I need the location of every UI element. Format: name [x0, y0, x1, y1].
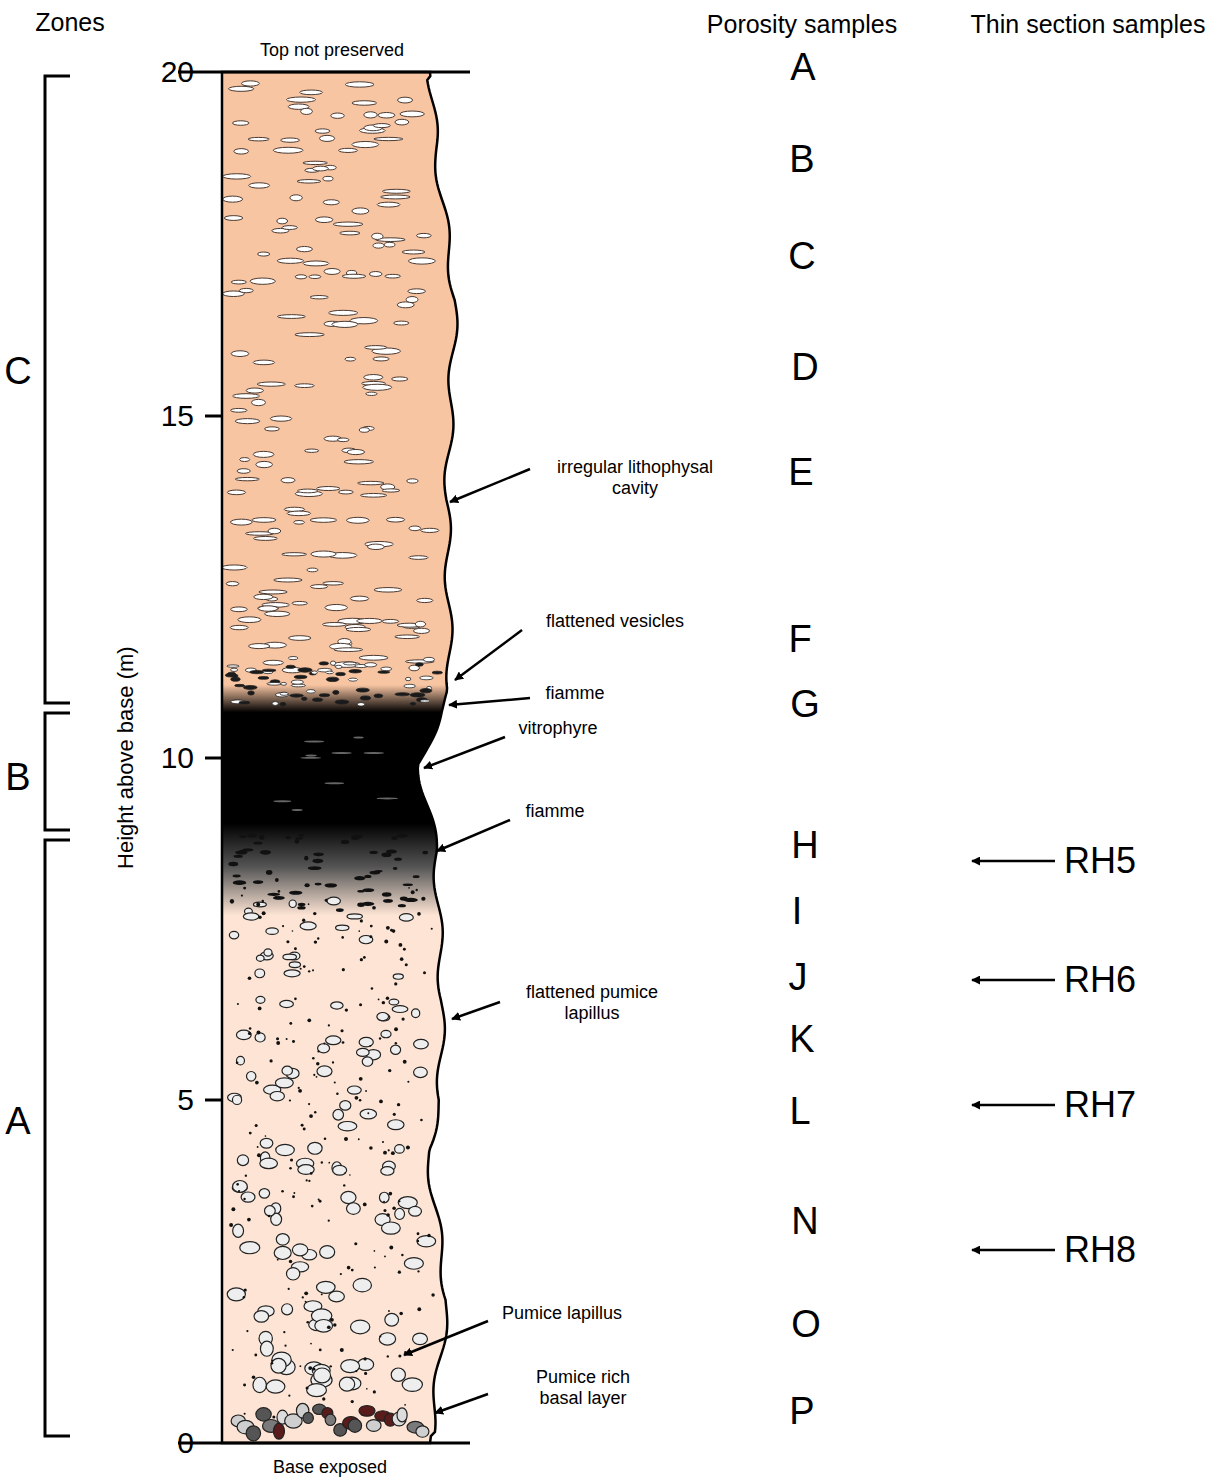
feature-callout: fiamme	[525, 801, 584, 822]
leader-arrow	[972, 1249, 1055, 1252]
feature-callout: flattened vesicles	[546, 611, 684, 632]
leader-arrow	[437, 820, 510, 851]
sample-letter: F	[788, 618, 811, 662]
column-heading: Porosity samples	[707, 10, 897, 39]
leader-arrow	[455, 630, 522, 680]
zone-brackets	[45, 76, 70, 1436]
feature-callout: flattened pumice lapillus	[502, 982, 682, 1023]
tick-label: 0	[177, 1426, 194, 1461]
leader-arrow	[435, 1394, 488, 1413]
sample-letter: G	[790, 683, 820, 727]
leader-arrow	[449, 698, 530, 705]
leader-arrow	[404, 1321, 488, 1355]
tick-label: 5	[177, 1083, 194, 1118]
top-note: Top not preserved	[260, 40, 404, 61]
sample-letter: B	[789, 138, 814, 182]
leader-arrow	[424, 737, 505, 768]
leader-arrows	[404, 469, 1055, 1413]
sample-letter: H	[791, 824, 818, 868]
feature-callout: Pumice rich basal layer	[518, 1367, 648, 1408]
feature-callout: vitrophyre	[518, 718, 597, 739]
rock-texture	[222, 81, 443, 1441]
leader-arrow	[450, 469, 530, 502]
sample-letter: D	[791, 346, 818, 390]
column-fill	[222, 72, 457, 1443]
leader-arrow	[972, 860, 1055, 863]
sample-letter: A	[790, 46, 815, 90]
base-note: Base exposed	[273, 1457, 387, 1478]
thin-section-id: RH5	[1064, 840, 1136, 881]
zone-letter: B	[5, 756, 30, 800]
thin-section-id: RH8	[1064, 1229, 1136, 1270]
tick-label: 20	[161, 55, 194, 90]
thin-section-id: RH6	[1064, 959, 1136, 1000]
feature-callout: Pumice lapillus	[502, 1303, 622, 1324]
sample-letter: N	[791, 1200, 818, 1244]
sample-letter: P	[789, 1390, 814, 1434]
feature-callout: irregular lithophysal cavity	[535, 457, 735, 498]
sample-letter: L	[789, 1090, 810, 1134]
sample-letter: I	[792, 890, 803, 934]
column-heading: Zones	[35, 8, 104, 37]
zone-letter: C	[4, 350, 31, 394]
leader-arrow	[972, 979, 1055, 982]
sample-letter: E	[788, 451, 813, 495]
sample-letter: J	[789, 956, 808, 1000]
zone-letter: A	[5, 1100, 30, 1144]
tick-label: 15	[161, 399, 194, 434]
sample-letter: O	[791, 1303, 821, 1347]
tick-label: 10	[161, 741, 194, 776]
feature-callout: fiamme	[545, 683, 604, 704]
sample-letter: C	[788, 235, 815, 279]
sample-letter: K	[789, 1018, 814, 1062]
thin-section-id: RH7	[1064, 1084, 1136, 1125]
leader-arrow	[972, 1104, 1055, 1107]
column-heading: Thin section samples	[971, 10, 1206, 39]
axis-lines	[178, 72, 470, 1443]
column-outline	[222, 72, 457, 1443]
axis-title: Height above base (m)	[112, 647, 137, 870]
leader-arrow	[452, 1002, 500, 1019]
